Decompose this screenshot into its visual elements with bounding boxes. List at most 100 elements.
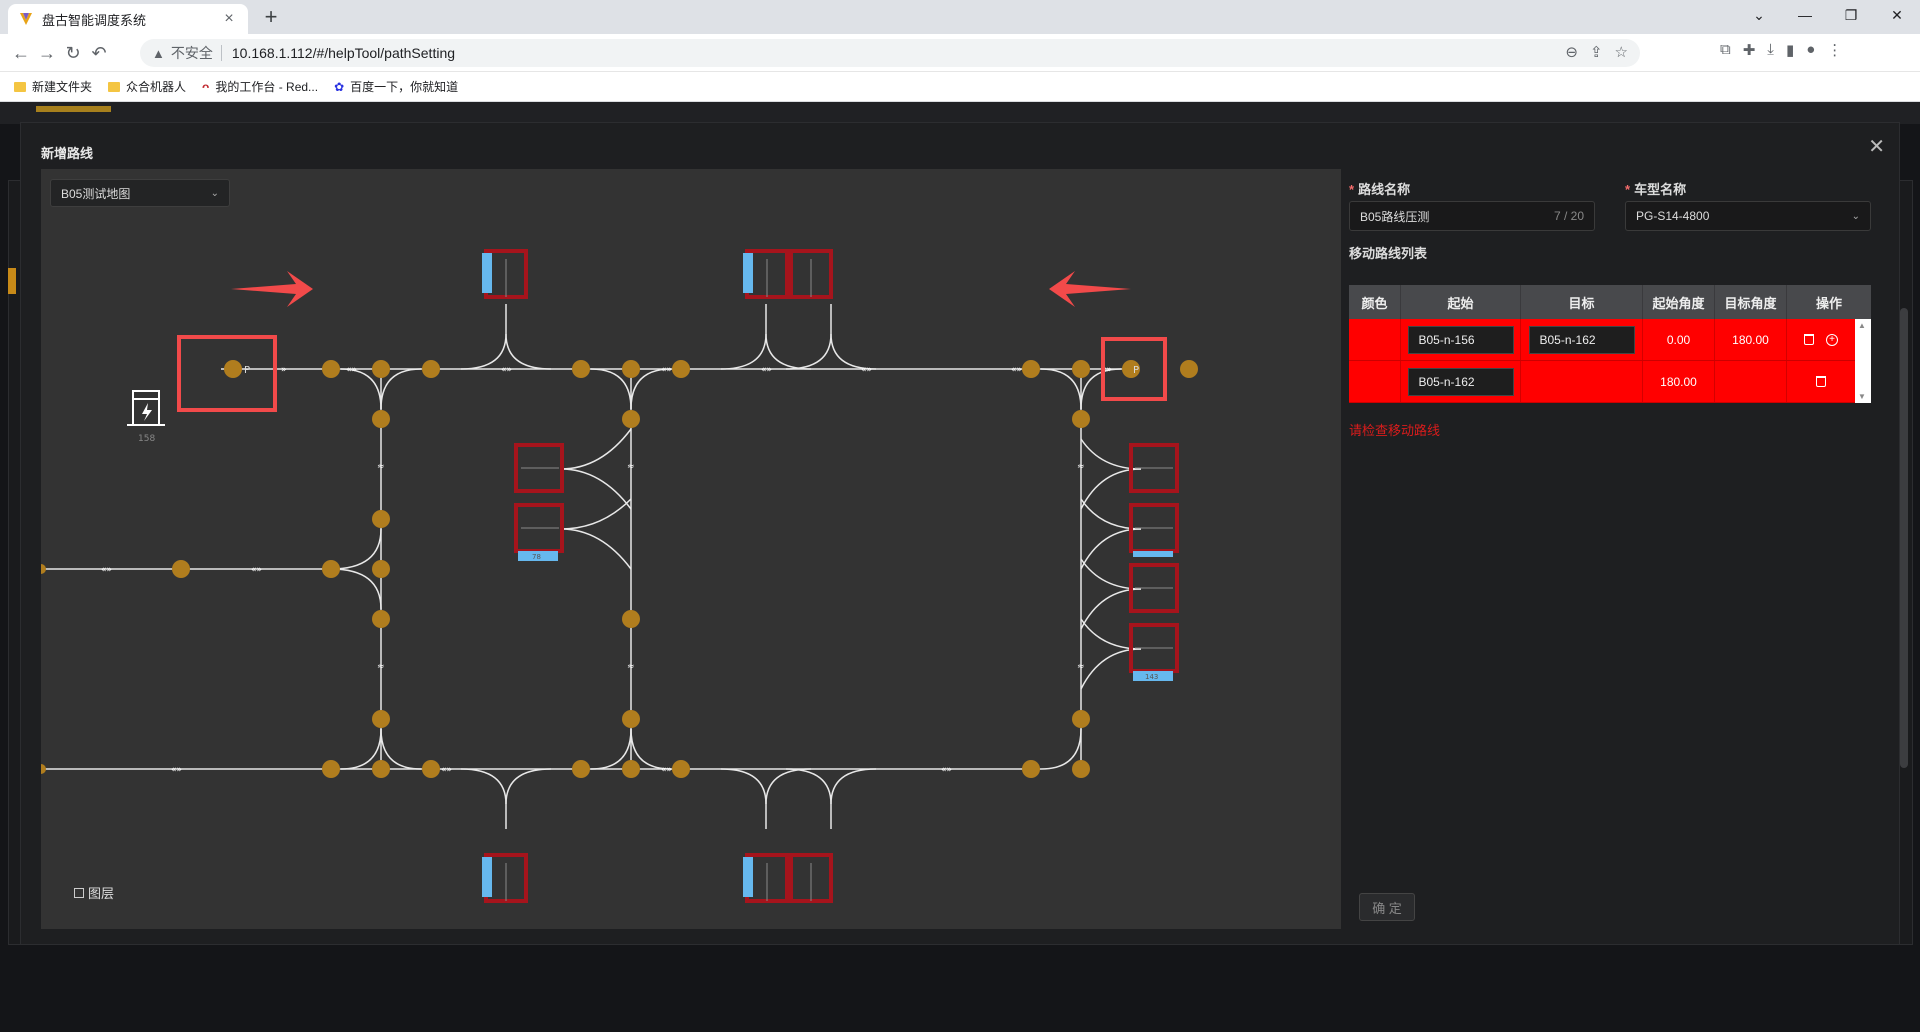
bookmark-item[interactable]: 新建文件夹 [14, 78, 92, 95]
delete-row-icon[interactable] [1804, 334, 1814, 345]
add-row-icon[interactable]: + [1826, 333, 1838, 346]
modal-close-icon[interactable]: ✕ [1868, 136, 1885, 158]
bookmark-item[interactable]: 众合机器人 [108, 78, 186, 95]
route-form: *路线名称 B05路线压测 7 / 20 *车型名称 PG-S14-4800 ⌄… [1349, 169, 1879, 929]
delete-row-icon[interactable] [1816, 376, 1826, 387]
svg-text:«»: «» [1011, 365, 1022, 375]
forward-icon[interactable]: → [38, 42, 56, 63]
svg-text:≈: ≈ [377, 462, 385, 472]
target-node-input[interactable]: B05-n-162 [1528, 325, 1635, 354]
col-actions: 操作 [1815, 295, 1842, 311]
start-node-input[interactable]: B05-n-162 [1407, 367, 1514, 396]
app-favicon-icon [20, 13, 32, 25]
layer-button[interactable]: 图层 [74, 883, 114, 902]
omnibox-actions: ⊖ ⇪ ☆ [1565, 43, 1628, 61]
row-start-cell[interactable]: B05-n-156 [1401, 319, 1521, 360]
window-controls: ⌄ — ❐ ✕ [1736, 0, 1920, 34]
end-highlight-box [1101, 337, 1167, 401]
app-top-nav [0, 102, 1920, 124]
warning-icon: ▲ [152, 45, 165, 61]
app-logo [36, 106, 111, 112]
vehicle-select[interactable]: PG-S14-4800 ⌄ [1625, 201, 1871, 231]
restore-icon[interactable]: ❐ [1844, 6, 1858, 23]
target-angle-cell[interactable] [1715, 361, 1787, 402]
start-node-input[interactable]: B05-n-156 [1407, 325, 1514, 354]
validation-error: 请检查移动路线 [1349, 423, 1441, 438]
map-nodes[interactable] [41, 360, 1198, 778]
page-scrollbar[interactable] [1900, 308, 1908, 768]
back-icon[interactable]: ← [12, 42, 30, 63]
bookmark-star-icon[interactable]: ☆ [1614, 44, 1628, 61]
reload-icon[interactable]: ↻ [65, 42, 81, 63]
tab-search-icon[interactable]: ⌄ [1753, 6, 1765, 23]
browser-tab[interactable]: 盘古智能调度系统 × [8, 4, 248, 34]
row-color-cell [1349, 361, 1401, 402]
crop-icon[interactable]: ⧉ [1720, 41, 1731, 58]
browser-tabbar: 盘古智能调度系统 × + ⌄ — ❐ ✕ [0, 0, 1920, 34]
col-start-angle: 起始角度 [1643, 285, 1715, 319]
row-target-cell[interactable] [1521, 361, 1643, 402]
redmine-icon: ᴖ [202, 79, 210, 94]
charger-id-label: 158 [138, 434, 155, 444]
station-label-143: 143 [1145, 673, 1158, 681]
svg-text:«»: «» [661, 765, 672, 775]
zoom-icon[interactable]: ⊖ [1565, 44, 1578, 61]
svg-text:«»: «» [171, 765, 182, 775]
omnibox-separator [220, 45, 222, 61]
share-icon[interactable]: ⇪ [1589, 44, 1603, 61]
table-row[interactable]: B05-n-156 B05-n-162 0.00 180.00 + [1349, 319, 1871, 361]
table-row[interactable]: B05-n-162 180.00 [1349, 361, 1871, 403]
extensions-area: ⧉ ✚ ⤓ ▮ ● ⋮ [1720, 41, 1842, 59]
chevron-down-icon: ⌄ [1851, 210, 1860, 222]
charger-icon[interactable] [127, 390, 165, 426]
tab-close-icon[interactable]: × [224, 10, 234, 27]
svg-text:«»: «» [1101, 365, 1112, 375]
route-name-count: 7 / 20 [1553, 209, 1584, 223]
col-color: 颜色 [1349, 285, 1401, 319]
svg-text:«»: «» [941, 765, 952, 775]
route-name-label: *路线名称 [1349, 182, 1411, 197]
confirm-button[interactable]: 确 定 [1359, 893, 1415, 921]
station-blocks[interactable] [484, 249, 1179, 903]
start-angle-cell[interactable]: 180.00 [1643, 361, 1715, 402]
close-window-icon[interactable]: ✕ [1891, 6, 1903, 23]
arrow-right-icon [231, 271, 313, 307]
map-select[interactable]: B05测试地图 ⌄ [50, 179, 230, 207]
required-mark: * [1349, 182, 1355, 197]
extension-puzzle-icon[interactable]: ✚ [1742, 42, 1756, 59]
add-route-modal: 新增路线 ✕ [20, 122, 1900, 945]
map-canvas[interactable]: »«»«»«»«»«»«»«» «»«» «»«»«»«» ≈≈≈≈≈≈ [41, 169, 1341, 929]
arrow-left-icon [1049, 271, 1131, 307]
menu-icon[interactable]: ⋮ [1827, 42, 1843, 59]
row-actions: + [1787, 319, 1855, 360]
sidepanel-icon[interactable]: ▮ [1785, 42, 1795, 59]
new-tab-button[interactable]: + [264, 4, 278, 29]
minimize-icon[interactable]: — [1798, 7, 1812, 23]
vehicle-select-value: PG-S14-4800 [1636, 209, 1710, 223]
folder-icon [108, 81, 121, 92]
svg-text:≈: ≈ [377, 662, 385, 672]
layers-icon [74, 887, 84, 898]
url-text[interactable]: 10.168.1.112/#/helpTool/pathSetting [231, 45, 456, 61]
route-name-input[interactable]: B05路线压测 7 / 20 [1349, 201, 1595, 231]
insecure-label: 不安全 [170, 45, 213, 61]
chevron-down-icon: ⌄ [210, 187, 219, 199]
right-parking-label: P [1133, 365, 1139, 376]
target-angle-cell[interactable]: 180.00 [1715, 319, 1787, 360]
start-angle-cell[interactable]: 0.00 [1643, 319, 1715, 360]
row-color-cell [1349, 319, 1401, 360]
download-icon[interactable]: ⤓ [1767, 41, 1774, 58]
map-svg[interactable]: »«»«»«»«»«»«»«» «»«» «»«»«»«» ≈≈≈≈≈≈ [41, 169, 1341, 929]
row-start-cell[interactable]: B05-n-162 [1401, 361, 1521, 402]
profile-avatar-icon[interactable]: ● [1806, 41, 1816, 58]
undo-icon[interactable]: ↶ [91, 42, 107, 63]
table-scrollbar[interactable]: ▲ ▼ [1855, 319, 1871, 403]
bookmark-item[interactable]: ✿百度一下，你就知道 [334, 79, 459, 95]
row-target-cell[interactable]: B05-n-162 [1521, 319, 1643, 360]
omnibox[interactable]: ▲ 不安全 10.168.1.112/#/helpTool/pathSettin… [140, 39, 1640, 67]
scroll-up-icon[interactable]: ▲ [1858, 321, 1866, 330]
vehicle-label: *车型名称 [1625, 182, 1687, 197]
scroll-down-icon[interactable]: ▼ [1858, 392, 1866, 401]
